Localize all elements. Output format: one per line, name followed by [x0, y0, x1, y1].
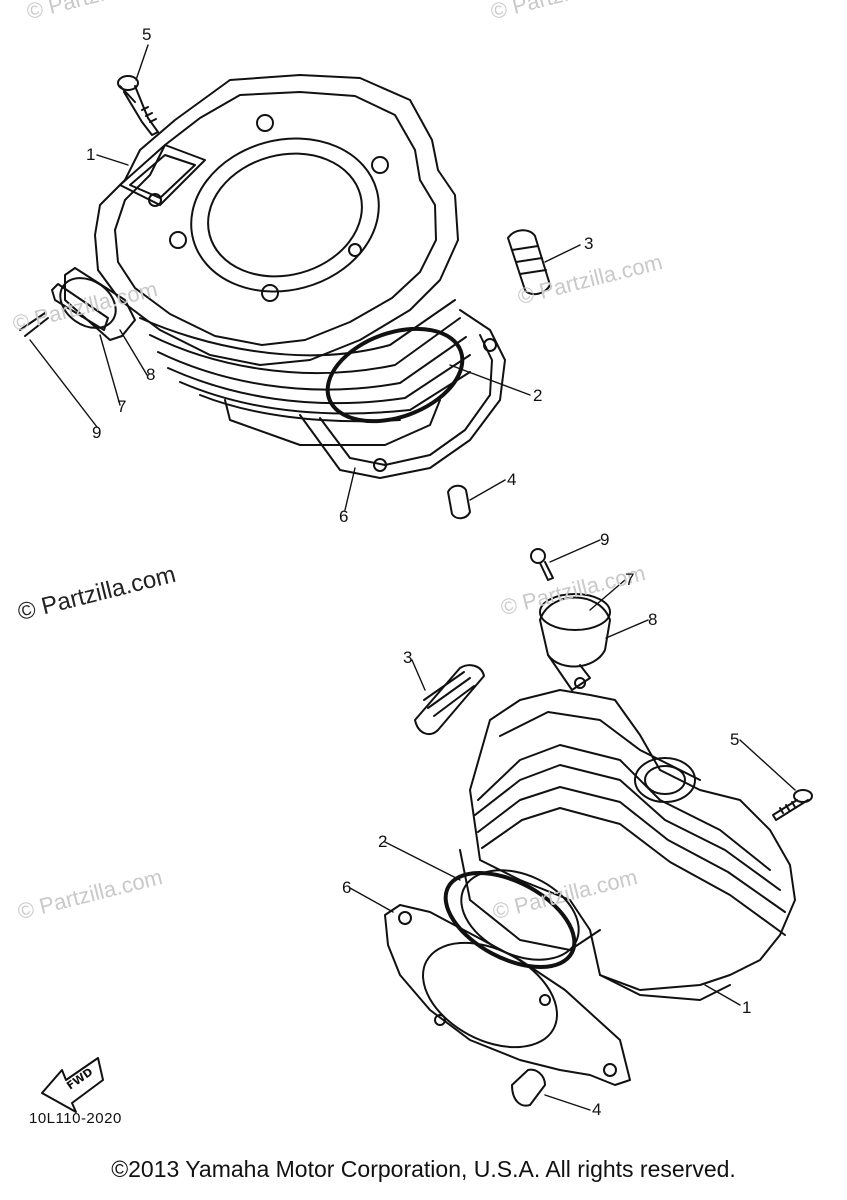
callout-4: 4 [507, 470, 517, 489]
callout-7: 7 [117, 397, 127, 416]
upper-leader-lines [29, 44, 581, 511]
copyright-notice: ©2013 Yamaha Motor Corporation, U.S.A. A… [111, 1156, 736, 1182]
callout-6: 6 [339, 507, 349, 526]
lower-leader-lines [349, 539, 796, 1111]
callout-5: 5 [730, 730, 740, 749]
lower-dowel-pin-4 [511, 1068, 546, 1107]
lower-base-gasket [384, 904, 631, 1086]
upper-o-ring [325, 326, 465, 424]
callout-6: 6 [342, 878, 352, 897]
upper-cover-assembly [19, 267, 136, 341]
upper-dowel-pin-3 [507, 229, 551, 296]
callout-4: 4 [592, 1100, 602, 1119]
callout-9: 9 [92, 423, 102, 442]
callout-5: 5 [142, 25, 152, 44]
callout-1: 1 [742, 998, 752, 1017]
lower-bolt [772, 789, 813, 821]
callout-3: 3 [403, 648, 413, 667]
lower-cylinder [459, 689, 796, 1001]
callout-1: 1 [86, 145, 96, 164]
upper-cylinder [94, 74, 471, 446]
callout-7: 7 [625, 570, 635, 589]
callout-2: 2 [533, 386, 543, 405]
lower-cover-assembly [530, 548, 611, 691]
callout-3: 3 [584, 234, 594, 253]
drawing-code: 10L110-2020 [29, 1110, 122, 1127]
callout-8: 8 [146, 365, 156, 384]
callout-2: 2 [378, 832, 388, 851]
callout-8: 8 [648, 610, 658, 629]
callout-9: 9 [600, 530, 610, 549]
lower-o-ring [443, 871, 577, 969]
lower-dowel-pin-3 [414, 664, 485, 736]
upper-bolt [117, 75, 159, 136]
upper-dowel-pin-4 [447, 484, 471, 520]
fwd-arrow [41, 1057, 104, 1113]
